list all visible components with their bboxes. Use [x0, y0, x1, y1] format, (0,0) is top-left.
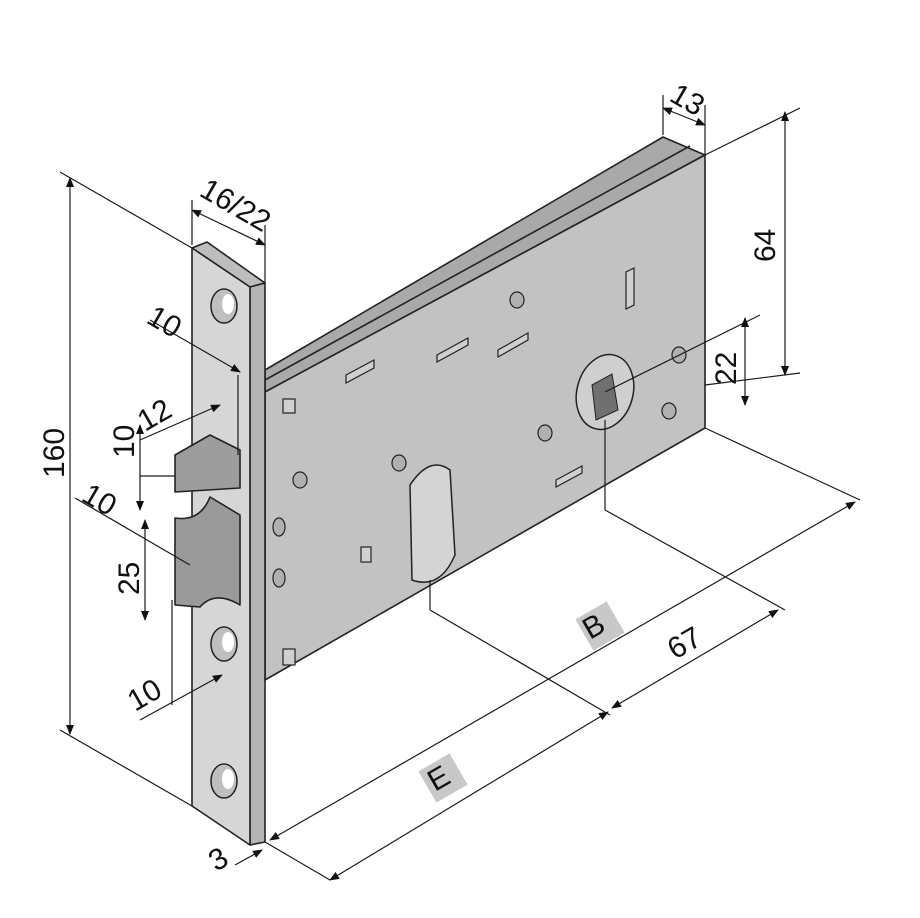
dimension-lines — [59, 95, 861, 881]
dim-67: 67 — [662, 621, 707, 666]
dim-160: 160 — [38, 428, 71, 478]
dim-13: 13 — [665, 77, 710, 122]
case-front — [264, 154, 706, 681]
dim-16-22: 16/22 — [195, 172, 277, 238]
dim-64: 64 — [749, 229, 782, 262]
faceplate — [174, 241, 266, 846]
dim-3: 3 — [203, 841, 234, 878]
dim-10-gap: 10 — [77, 477, 122, 522]
spindle-square — [591, 373, 619, 421]
cylinder-hole — [409, 464, 456, 583]
dim-25: 25 — [113, 562, 146, 595]
lock-case — [264, 136, 706, 681]
latch-bolt — [174, 434, 241, 493]
dim-10-bolt-offset: 10 — [122, 673, 167, 718]
dead-bolt — [174, 496, 241, 608]
dim-22: 22 — [710, 352, 743, 385]
dim-10-latch-height: 10 — [108, 425, 141, 458]
